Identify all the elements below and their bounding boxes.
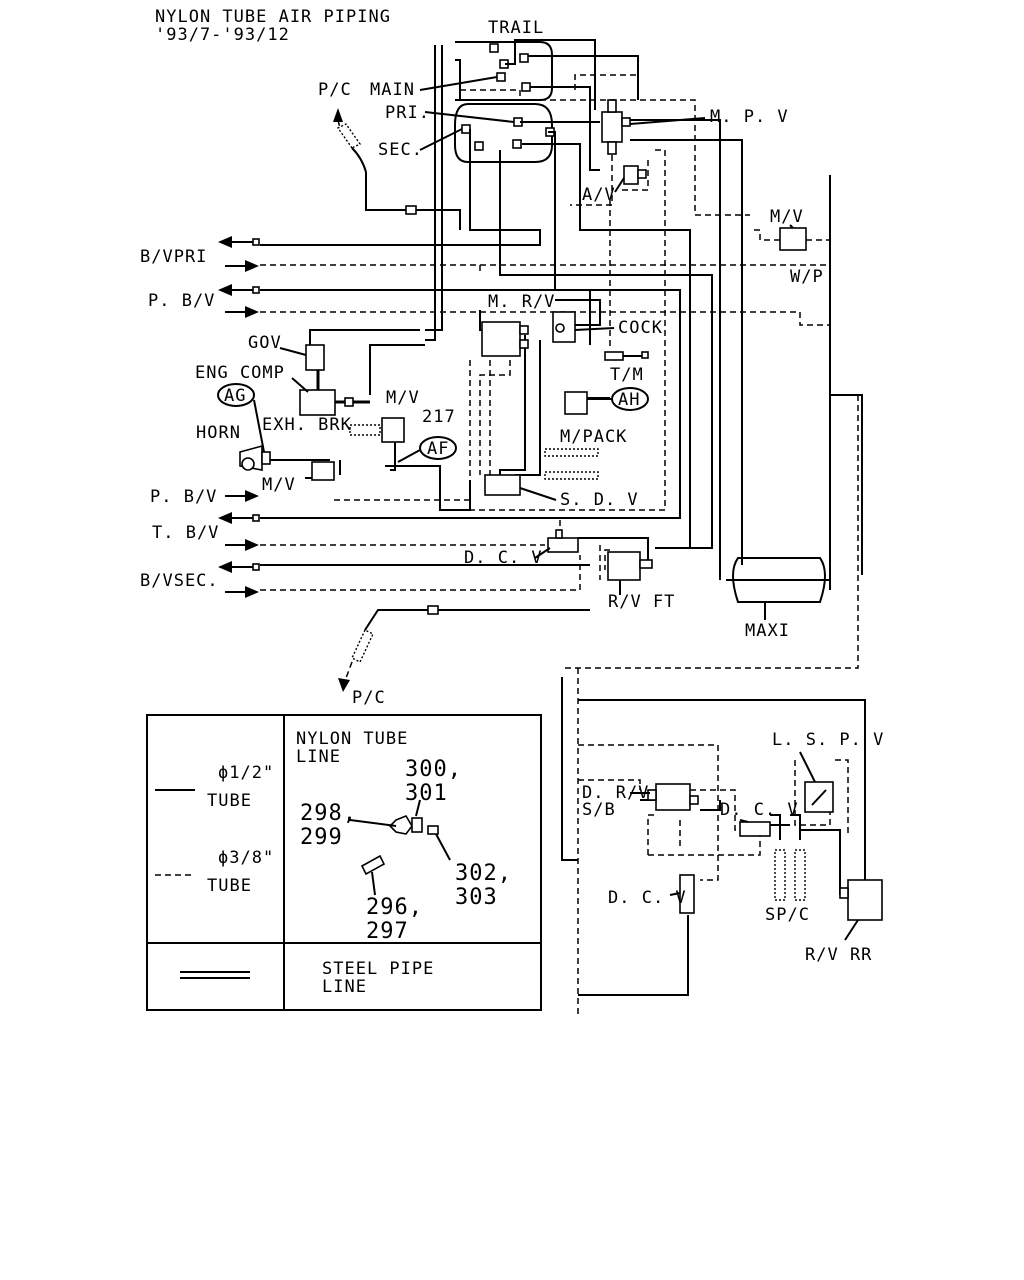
label-pc-top: P/C — [318, 80, 352, 100]
label-maxi: MAXI — [745, 621, 790, 641]
label-pc-bottom: P/C — [352, 688, 386, 708]
label-pbv-bottom: P. B/V — [150, 487, 217, 507]
label-217: 217 — [422, 407, 456, 427]
leader-lines — [253, 76, 859, 941]
callout-af — [419, 436, 457, 460]
pc-coil-top — [333, 108, 417, 215]
dcv-front-component — [547, 529, 579, 553]
horn-component — [239, 444, 271, 471]
label-bv-sec: B/VSEC. — [140, 571, 219, 591]
label-spc: SP/C — [765, 905, 810, 925]
label-sdv: S. D. V — [560, 490, 639, 510]
label-mpv: M. P. V — [710, 107, 789, 127]
eng-comp-component — [299, 389, 370, 416]
label-av: A/V — [582, 185, 616, 205]
part-sleeve — [411, 817, 423, 833]
maxi-component — [732, 557, 826, 603]
dcv-rear1-component — [739, 821, 771, 837]
part-296: 296, — [366, 895, 423, 920]
part-tube — [360, 854, 386, 876]
legend-nylon-1: NYLON TUBE — [296, 729, 408, 749]
left-outlet-arrows — [218, 236, 260, 598]
rv-rr-component — [839, 879, 883, 921]
label-exh-brk: EXH. BRK — [262, 415, 352, 435]
label-mv-left: M/V — [262, 475, 296, 495]
legend-steel-1: STEEL PIPE — [322, 959, 434, 979]
pc-coil-bottom — [338, 605, 590, 692]
three-eighths-tube-lines — [260, 74, 859, 1015]
mv-right-component — [779, 227, 807, 251]
legend-half-inch-tube: TUBE — [207, 791, 252, 811]
part-298: 298, — [300, 801, 357, 826]
mrv-component — [481, 321, 529, 357]
cock-component — [552, 311, 576, 343]
part-299: 299 — [300, 825, 343, 850]
label-sec: SEC. — [378, 140, 423, 160]
av-valve — [623, 165, 647, 185]
label-horn: HORN — [196, 423, 241, 443]
lspv-component — [804, 781, 834, 813]
label-gov: GOV — [248, 333, 282, 353]
main-pri-sec-tank — [454, 103, 553, 163]
mv-left-component — [305, 461, 335, 481]
sdv-component — [484, 448, 599, 496]
label-pri: PRI. — [385, 103, 430, 123]
trail-tank — [455, 41, 553, 101]
label-trail: TRAIL — [488, 18, 544, 38]
label-mpack: M/PACK — [560, 427, 627, 447]
spc-coils — [774, 849, 806, 901]
label-dcv-front: D. C. V — [464, 548, 543, 568]
part-301: 301 — [405, 781, 448, 806]
label-af: AF — [427, 439, 449, 459]
part-303: 303 — [455, 885, 498, 910]
label-tbv: T. B/V — [152, 523, 219, 543]
label-ag: AG — [224, 386, 246, 406]
label-mrv: M. R/V — [488, 292, 555, 312]
legend-steel-2: LINE — [322, 977, 367, 997]
drv-component — [647, 783, 699, 811]
label-wp: W/P — [790, 267, 824, 287]
diagram-title: NYLON TUBE AIR PIPING — [155, 7, 391, 27]
label-sb: S/B — [582, 800, 616, 820]
diagram-date-range: '93/7-'93/12 — [155, 25, 290, 45]
label-bv-pri: B/VPRI — [140, 247, 207, 267]
mpack-component — [564, 391, 610, 415]
label-mv-right: M/V — [770, 207, 804, 227]
tank-fittings — [461, 43, 555, 151]
mpv-valve — [601, 99, 631, 155]
part-insert — [427, 825, 439, 835]
part-300: 300, — [405, 757, 462, 782]
legend-three-eighths-tube: TUBE — [207, 876, 252, 896]
label-mv-mid: M/V — [386, 388, 420, 408]
label-ah: AH — [618, 390, 640, 410]
label-tm: T/M — [610, 365, 644, 385]
label-eng-comp: ENG COMP — [195, 363, 285, 383]
callout-ag — [217, 383, 255, 407]
tm-component — [604, 351, 649, 361]
part-297: 297 — [366, 919, 409, 944]
exh-brk-component — [349, 417, 405, 443]
right-side-lines — [830, 394, 863, 575]
label-dcv-rear1: D. C. V — [720, 800, 799, 820]
label-main: MAIN — [370, 80, 415, 100]
label-dcv-rear2: D. C. V — [608, 888, 687, 908]
label-cock: COCK — [618, 318, 663, 338]
label-lspv: L. S. P. V — [772, 730, 884, 750]
part-302: 302, — [455, 861, 512, 886]
label-rv-rr: R/V RR — [805, 945, 872, 965]
gov-component — [305, 344, 325, 392]
label-pbv-top: P. B/V — [148, 291, 215, 311]
legend-table — [146, 714, 542, 1011]
legend-half-inch: ϕ1/2" — [218, 763, 274, 783]
legend-nylon-2: LINE — [296, 747, 341, 767]
label-drv: D. R/V — [582, 783, 649, 803]
legend-three-eighths: ϕ3/8" — [218, 848, 274, 868]
half-inch-tube-lines — [260, 39, 866, 996]
label-rv-ft: R/V FT — [608, 592, 675, 612]
rv-ft-component — [607, 551, 653, 581]
